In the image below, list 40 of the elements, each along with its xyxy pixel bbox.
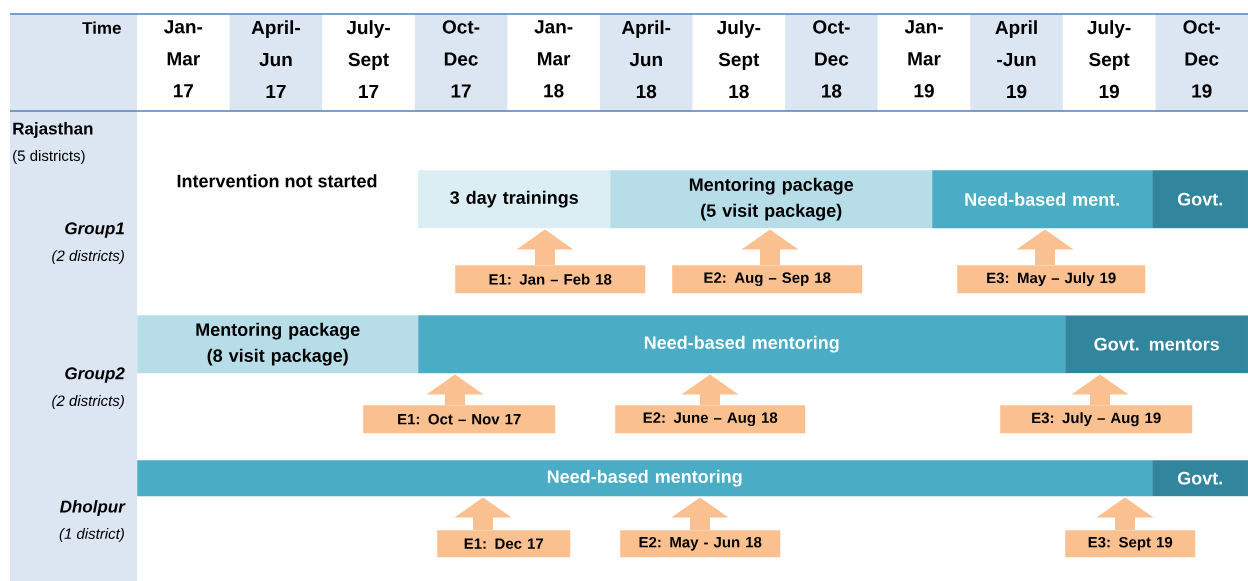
evaluation-box: E3: July – Aug 19 — [1000, 405, 1193, 434]
row-label: Group2 — [65, 367, 125, 383]
column-header: Oct- Dec 17 — [442, 20, 480, 98]
column-header: April- Jun 18 — [621, 20, 671, 99]
column-header: Jan- Mar 19 — [904, 20, 943, 98]
evaluation-box: E2: Aug – Sep 18 — [672, 265, 863, 294]
evaluation-box: E1: Dec 17 — [437, 530, 571, 558]
phase-bar: Need-based mentoring — [137, 460, 1153, 497]
phase-bar: Need-based mentoring — [418, 315, 1066, 374]
column-header: July- Sept 18 — [716, 20, 761, 99]
column-header: Oct- Dec 18 — [813, 20, 850, 98]
evaluation-box: E2: June – Aug 18 — [615, 405, 806, 434]
evaluation-box: E2: May - Jun 18 — [620, 530, 781, 558]
column-header: July- Sept 17 — [346, 20, 390, 98]
column-header: Time — [82, 21, 121, 34]
row-label: Group1 — [65, 222, 124, 238]
column-header: April -Jun 19 — [995, 20, 1037, 99]
phase-bar: Need-based ment. — [932, 170, 1153, 229]
row-label: Dholpur — [59, 500, 126, 516]
phase-bar: 3 day trainings — [418, 170, 611, 229]
column-header: Jan- Mar 17 — [164, 20, 203, 98]
phase-bar: Govt. — [1152, 460, 1248, 497]
row-label: (2 districts) — [52, 250, 124, 264]
column-header: Jan- Mar 18 — [534, 20, 573, 98]
evaluation-box: E3: May – July 19 — [957, 265, 1146, 294]
row-label: Rajasthan — [13, 122, 93, 138]
column-header: Oct- Dec 19 — [1183, 20, 1220, 98]
phase-bar: Govt. — [1152, 170, 1248, 229]
phase-bar: Mentoring package (8 visit package) — [137, 315, 419, 374]
column-header: July- Sept 19 — [1087, 20, 1131, 99]
column-header: April- Jun 17 — [251, 20, 300, 98]
row-label: (1 district) — [59, 528, 124, 542]
phase-bar: Govt. mentors — [1065, 315, 1248, 374]
phase-bar: Mentoring package (5 visit package) — [610, 170, 933, 229]
row-label: (5 districts) — [13, 150, 85, 164]
phase-text: Intervention not started — [177, 174, 377, 188]
row-label: (2 districts) — [52, 395, 124, 409]
evaluation-box: E1: Oct – Nov 17 — [363, 405, 556, 434]
evaluation-box: E1: Jan – Feb 18 — [455, 265, 646, 294]
evaluation-box: E3: Sept 19 — [1065, 530, 1196, 558]
